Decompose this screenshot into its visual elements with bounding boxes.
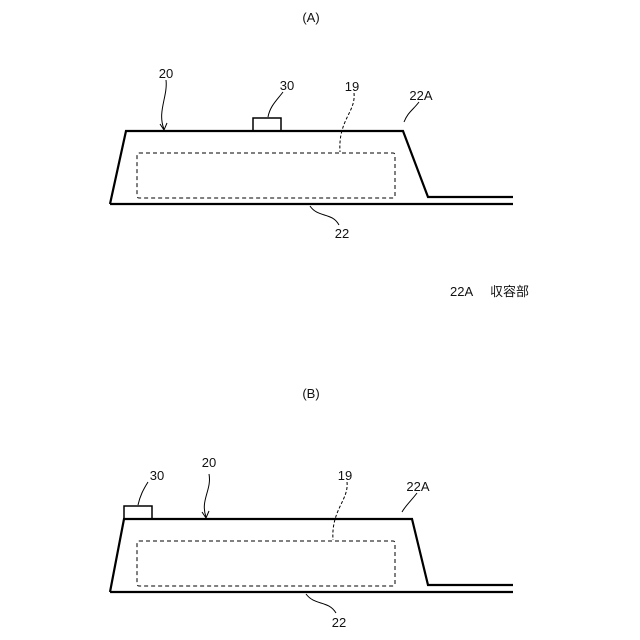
figure-b-label-19: 19 xyxy=(338,468,352,483)
figure-a-caption: (A) xyxy=(302,10,319,25)
figure-b-caption: (B) xyxy=(302,386,319,401)
figure-b-label-20: 20 xyxy=(202,455,216,470)
figure-b-label-30: 30 xyxy=(150,468,164,483)
figure-a-housing-outline xyxy=(110,131,513,204)
figure-a-leader-22A xyxy=(404,102,419,122)
figure-b-leader-30 xyxy=(138,482,148,505)
figure-b-component-30 xyxy=(124,506,152,519)
figure-a-leader-19 xyxy=(340,93,354,152)
figure-b: (B) 20 30 19 22A 22 xyxy=(110,386,513,630)
figure-a-label-30: 30 xyxy=(280,78,294,93)
figure-a-inner-region-19 xyxy=(137,153,395,198)
figure-a: (A) 20 30 19 22A 22 xyxy=(110,10,513,241)
figure-a-leader-20 xyxy=(162,80,167,129)
legend-code: 22A xyxy=(450,284,473,299)
legend: 22A 収容部 xyxy=(450,284,529,300)
figure-b-label-22A: 22A xyxy=(406,479,429,494)
legend-text: 収容部 xyxy=(490,284,529,300)
figure-a-leader-30 xyxy=(268,92,283,117)
figure-a-label-19: 19 xyxy=(345,79,359,94)
figure-a-component-30 xyxy=(253,118,281,131)
figure-b-inner-region-19 xyxy=(137,541,395,586)
figure-b-leader-19 xyxy=(333,482,347,540)
figure-b-leader-20 xyxy=(204,474,209,517)
figure-a-label-22A: 22A xyxy=(409,88,432,103)
figure-a-label-20: 20 xyxy=(159,66,173,81)
figure-b-leader-22 xyxy=(306,594,336,613)
figure-a-label-22: 22 xyxy=(335,226,349,241)
figure-a-leader-22 xyxy=(310,206,339,225)
figure-b-label-22: 22 xyxy=(332,615,346,630)
figure-b-leader-22A xyxy=(402,493,417,512)
figure-b-housing-outline xyxy=(110,519,513,592)
